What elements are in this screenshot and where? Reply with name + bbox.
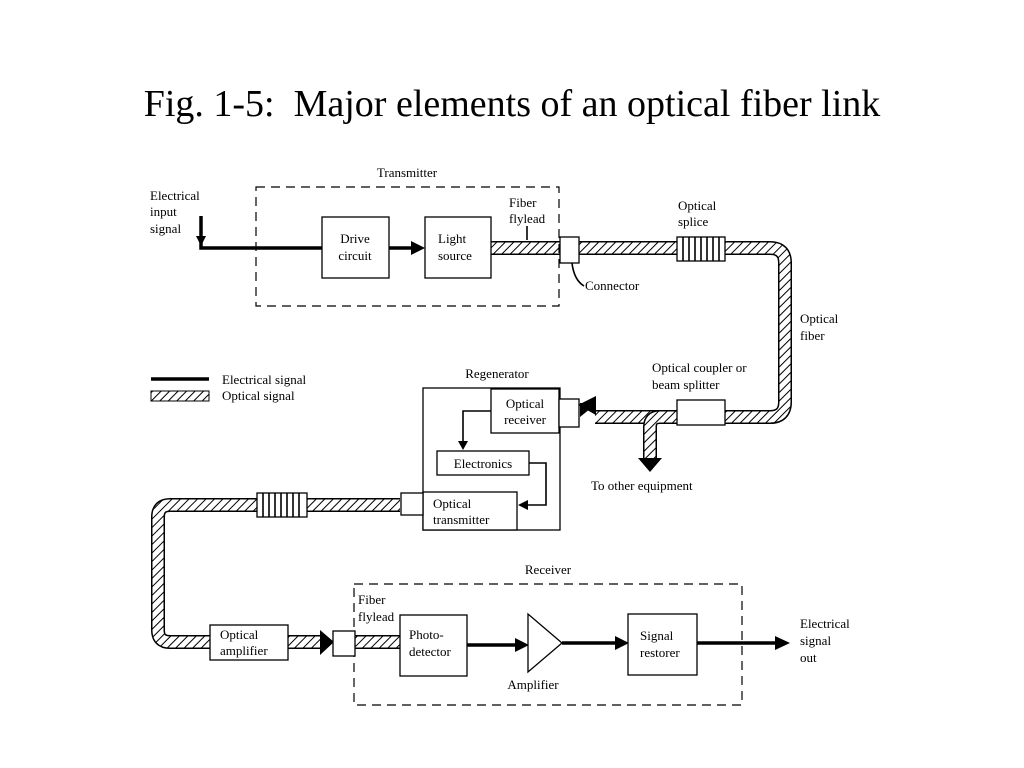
- optical-amplifier-label-1: Optical: [220, 627, 259, 642]
- optical-fiber-label-2: fiber: [800, 328, 825, 343]
- transmitter-group: Transmitter Electrical input signal Driv…: [150, 165, 640, 307]
- output-label-2: signal: [800, 633, 831, 648]
- amp-to-receiver-arrowhead: [320, 630, 334, 655]
- optical-receiver-label-1: Optical: [506, 396, 545, 411]
- optical-splice-1: [676, 236, 726, 262]
- connector-pointer: [571, 262, 585, 287]
- light-source-label-1: Light: [438, 231, 467, 246]
- amp-to-restorer-arrowhead: [615, 636, 629, 650]
- legend: Electrical signal Optical signal: [150, 372, 306, 403]
- rx-flylead-label-1: Fiber: [358, 592, 386, 607]
- receiver-label: Receiver: [525, 562, 572, 577]
- receiver-to-electronics-arrowhead: [458, 441, 468, 450]
- output-label-3: out: [800, 650, 817, 665]
- optical-transmitter-label-1: Optical: [433, 496, 472, 511]
- receiver-group: Receiver Optical amplifier Fiber flylead…: [209, 562, 850, 706]
- other-equipment-arrowhead: [638, 458, 662, 472]
- link-elements: Optical splice Optical fiber Optical cou…: [578, 198, 839, 493]
- optical-fiber-path: [151, 241, 792, 649]
- tx-flylead-label-2: flylead: [509, 211, 546, 226]
- signal-restorer-label-1: Signal: [640, 628, 674, 643]
- photodetector-box: [399, 614, 468, 677]
- optical-amplifier-box: [209, 624, 289, 661]
- optical-fiber-label-1: Optical: [800, 311, 839, 326]
- input-label-line2: input: [150, 204, 177, 219]
- electronics-to-transmitter-line: [526, 462, 547, 506]
- splice-label-1: Optical: [678, 198, 717, 213]
- light-source-box: [424, 216, 492, 279]
- amplifier-triangle: [527, 612, 564, 674]
- receiver-connector-box: [558, 398, 580, 428]
- amplifier-label: Amplifier: [507, 677, 559, 692]
- optical-coupler-box: [676, 399, 726, 426]
- photodetector-label-2: detector: [409, 644, 452, 659]
- coupler-to-regen-arrowhead: [578, 396, 596, 415]
- regenerator-group: Regenerator Optical receiver Electronics…: [256, 366, 580, 531]
- input-arrowhead: [196, 236, 206, 246]
- other-equipment-label: To other equipment: [591, 478, 693, 493]
- drive-circuit-box: [321, 216, 390, 279]
- legend-optical-label: Optical signal: [222, 388, 295, 403]
- coupler-label-2: beam splitter: [652, 377, 720, 392]
- output-label-1: Electrical: [800, 616, 850, 631]
- legend-electrical-label: Electrical signal: [222, 372, 306, 387]
- regenerator-label: Regenerator: [465, 366, 529, 381]
- drive-to-source-arrowhead: [411, 241, 425, 255]
- connector-label: Connector: [585, 278, 640, 293]
- legend-optical-swatch: [150, 390, 210, 402]
- input-electrical-wire: [199, 216, 322, 250]
- receiver-connector-box: [332, 630, 356, 657]
- drive-circuit-label-1: Drive: [340, 231, 370, 246]
- optical-transmitter-label-2: transmitter: [433, 512, 490, 527]
- drive-circuit-label-2: circuit: [338, 248, 372, 263]
- figure-title: Fig. 1-5: Major elements of an optical f…: [143, 83, 881, 125]
- splice-label-2: splice: [678, 214, 709, 229]
- input-label-line1: Electrical: [150, 188, 200, 203]
- transmitter-connector-box: [400, 492, 424, 516]
- detector-to-amp-arrowhead: [515, 638, 529, 652]
- electronics-to-transmitter-arrowhead: [518, 500, 528, 510]
- optical-splice-2: [256, 492, 308, 518]
- photodetector-label-1: Photo-: [409, 627, 444, 642]
- electronics-label: Electronics: [454, 456, 512, 471]
- rx-flylead-label-2: flylead: [358, 609, 395, 624]
- optical-amplifier-label-2: amplifier: [220, 643, 268, 658]
- receiver-to-electronics-line: [462, 410, 491, 443]
- optical-transmitter-box: [422, 491, 518, 531]
- light-source-label-2: source: [438, 248, 472, 263]
- connector-box: [559, 236, 580, 264]
- signal-restorer-label-2: restorer: [640, 645, 680, 660]
- input-label-line3: signal: [150, 221, 181, 236]
- optical-receiver-label-2: receiver: [504, 412, 547, 427]
- signal-restorer-box: [627, 613, 698, 676]
- output-arrowhead: [775, 636, 790, 650]
- optical-receiver-box: [490, 388, 560, 434]
- transmitter-label: Transmitter: [377, 165, 438, 180]
- coupler-label-1: Optical coupler or: [652, 360, 747, 375]
- tx-flylead-label-1: Fiber: [509, 195, 537, 210]
